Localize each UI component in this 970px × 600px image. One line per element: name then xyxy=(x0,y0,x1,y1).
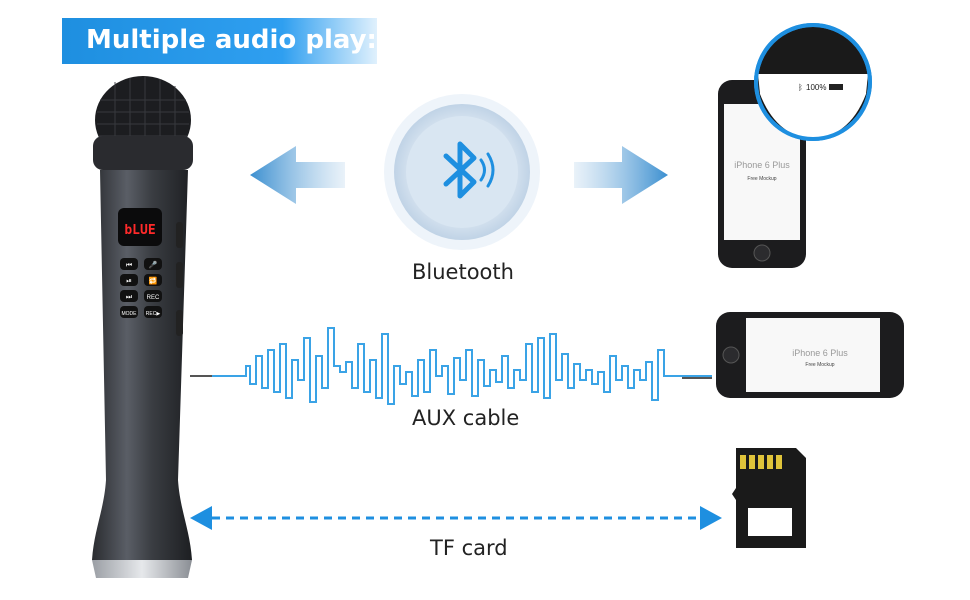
svg-text:REC▶: REC▶ xyxy=(146,311,161,317)
svg-text:⏯: ⏯ xyxy=(126,278,132,285)
aux-waveform xyxy=(212,327,712,405)
mic-btn-next xyxy=(120,290,138,302)
mic-btn-mic xyxy=(144,258,162,270)
mic-body xyxy=(92,170,192,560)
page-title: Multiple audio play: xyxy=(86,25,377,55)
tf-arrow xyxy=(190,506,722,530)
svg-text:MODE: MODE xyxy=(122,311,138,317)
phone-top-screen-title: iPhone 6 Plus xyxy=(734,160,790,170)
mic-display-text: bLUE xyxy=(124,223,155,238)
sd-card-icon xyxy=(732,448,806,548)
bluetooth-status-icon: ᛒ xyxy=(798,83,803,92)
mic-ring xyxy=(93,136,193,170)
phone-top-screen-subtitle: Free Mockup xyxy=(747,176,776,182)
aux-label: AUX cable xyxy=(412,406,520,430)
mic-btn-rec xyxy=(144,290,162,302)
phone-top: iPhone 6 Plus Free Mockup ᛒ 100% xyxy=(718,23,872,268)
mic-base xyxy=(92,560,192,578)
svg-text:🎤: 🎤 xyxy=(149,260,158,269)
arrow-right xyxy=(574,146,668,204)
arrow-left xyxy=(250,146,345,204)
mic-btn-repeat xyxy=(144,274,162,286)
microphone: bLUE ⏮ 🎤 ⏯ 🔁 ⏭ REC MODE REC▶ xyxy=(92,76,193,578)
svg-text:⏮: ⏮ xyxy=(126,262,132,269)
mic-btn-mode xyxy=(120,306,138,318)
phone-side-screen-subtitle: Free Mockup xyxy=(805,362,834,368)
battery-icon xyxy=(829,84,843,90)
phone-side: iPhone 6 Plus Free Mockup xyxy=(716,312,904,398)
svg-text:🔁: 🔁 xyxy=(149,276,158,285)
mic-display xyxy=(118,208,162,246)
svg-text:REC: REC xyxy=(147,295,160,301)
bluetooth-icon xyxy=(384,94,540,250)
mic-buttons: ⏮ 🎤 ⏯ 🔁 ⏭ REC MODE REC▶ xyxy=(120,258,162,318)
phone-side-screen-title: iPhone 6 Plus xyxy=(792,348,848,358)
mic-btn-play xyxy=(120,274,138,286)
svg-text:⏭: ⏭ xyxy=(126,294,133,301)
tf-label: TF card xyxy=(430,536,508,560)
mic-btn-prev xyxy=(120,258,138,270)
battery-percent: 100% xyxy=(806,83,826,92)
title-banner: Multiple audio play: xyxy=(62,18,377,64)
bluetooth-label: Bluetooth xyxy=(412,260,514,284)
mic-btn-recplay xyxy=(144,306,162,318)
